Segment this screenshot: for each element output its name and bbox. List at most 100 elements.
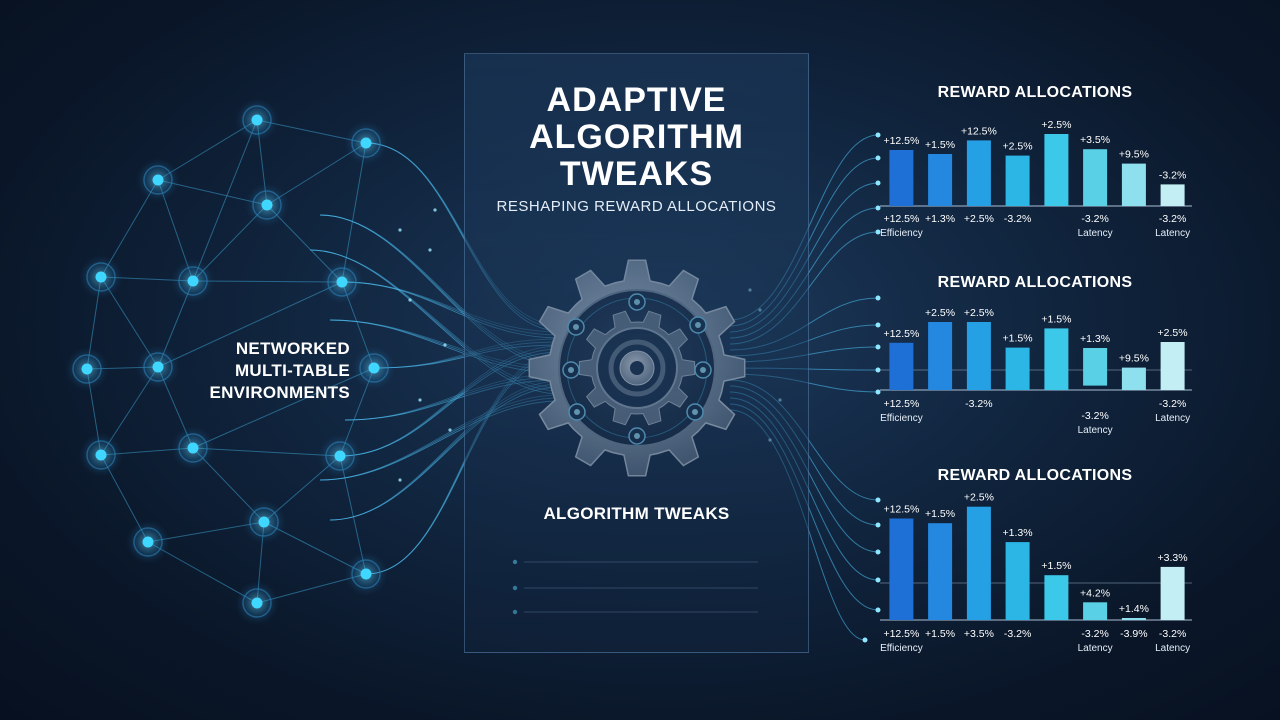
flow-endpoint — [875, 295, 881, 301]
x-tick-label: -3.9% — [1120, 628, 1147, 640]
x-tick-label: +2.5% — [964, 213, 994, 225]
x-tick-label: +12.5% — [883, 213, 919, 225]
flow-particle — [433, 208, 437, 212]
x-tick-label: -3.2% — [1004, 628, 1031, 640]
flow-endpoint — [862, 637, 868, 643]
network-link — [192, 119, 258, 282]
bar-value-label: +1.3% — [1080, 333, 1110, 345]
bar-value-label: +2.5% — [964, 307, 994, 319]
main-title-line-2: ALGORITHM — [529, 118, 744, 156]
bar-value-label: +1.3% — [1003, 527, 1033, 539]
bar-value-label: +2.5% — [1003, 141, 1033, 153]
reward-charts: +12.5%+12.5%Efficiency+1.5%+1.3%+12.5%+2… — [880, 119, 1192, 654]
x-tick-label: -3.2% — [965, 398, 992, 410]
bar-chart-2: +12.5%+12.5%Efficiency+2.5%+2.5%-3.2%+1.… — [880, 307, 1192, 436]
chart-1-title: REWARD ALLOCATIONS — [937, 84, 1133, 101]
network-node — [79, 255, 123, 299]
x-category-label: Latency — [1155, 228, 1190, 239]
bar — [1160, 566, 1185, 620]
bar — [1005, 542, 1030, 620]
bar — [1121, 367, 1146, 390]
network-node — [242, 500, 286, 544]
bar — [928, 322, 953, 390]
x-tick-label: +3.5% — [964, 628, 994, 640]
x-category-label: Efficiency — [880, 643, 923, 654]
x-tick-label: -3.2% — [1081, 410, 1108, 422]
flow-particle — [398, 228, 402, 232]
bar — [1044, 134, 1069, 206]
bar — [1044, 575, 1069, 620]
bar — [1160, 342, 1185, 390]
x-tick-label: +1.3% — [925, 213, 955, 225]
flow-endpoint — [875, 522, 881, 528]
network-link — [192, 447, 341, 457]
bar — [928, 154, 953, 206]
flow-endpoint — [875, 155, 881, 161]
x-tick-label: +1.5% — [925, 628, 955, 640]
bar-value-label: +4.2% — [1080, 587, 1110, 599]
bar-value-label: +1.5% — [1041, 313, 1071, 325]
x-tick-label: -3.2% — [1159, 213, 1186, 225]
bar-value-label: +1.4% — [1119, 603, 1149, 615]
network-nodes — [65, 98, 396, 625]
network-label-line-1: NETWORKED — [235, 339, 350, 358]
bar-value-label: +12.5% — [883, 135, 919, 147]
bar-value-label: -3.2% — [1159, 169, 1186, 181]
network-node — [318, 434, 362, 478]
bar — [966, 322, 991, 390]
x-tick-label: -3.2% — [1159, 398, 1186, 410]
bar-chart-3: +12.5%+12.5%Efficiency+1.5%+1.5%+2.5%+3.… — [880, 492, 1192, 654]
network-node — [245, 183, 289, 227]
network-node — [320, 260, 364, 304]
bar-value-label: +3.5% — [1080, 134, 1110, 146]
network-node — [171, 426, 215, 470]
flow-particle — [428, 248, 432, 252]
subtitle: RESHAPING REWARD ALLOCATIONS — [496, 198, 777, 215]
flow-endpoint — [875, 497, 881, 503]
x-category-label: Latency — [1155, 413, 1190, 424]
bar-value-label: +9.5% — [1119, 353, 1149, 365]
flow-endpoint — [875, 367, 881, 373]
bar — [1083, 348, 1108, 386]
x-tick-label: -3.2% — [1081, 628, 1108, 640]
network-node — [235, 581, 279, 625]
bar-value-label: +12.5% — [883, 504, 919, 516]
bar-value-label: +2.5% — [964, 492, 994, 504]
x-tick-label: -3.2% — [1004, 213, 1031, 225]
bar — [1005, 155, 1030, 206]
flow-endpoint — [875, 549, 881, 555]
bar-value-label: +12.5% — [883, 328, 919, 340]
flow-particle — [443, 343, 447, 347]
flow-endpoint — [875, 577, 881, 583]
x-category-label: Latency — [1078, 643, 1113, 654]
bar — [1121, 163, 1146, 206]
bar — [889, 150, 914, 206]
flow-endpoint — [875, 607, 881, 613]
bar — [1160, 184, 1185, 206]
network-node — [79, 433, 123, 477]
network-node — [352, 346, 396, 390]
bar-value-label: +2.5% — [1041, 119, 1071, 131]
bar-value-label: +12.5% — [961, 125, 997, 137]
chart-2-title: REWARD ALLOCATIONS — [937, 274, 1133, 291]
flow-particle — [398, 478, 402, 482]
x-category-label: Efficiency — [880, 228, 923, 239]
x-tick-label: +12.5% — [883, 628, 919, 640]
bar — [1083, 149, 1108, 206]
network-node — [344, 552, 388, 596]
flow-particle — [448, 428, 452, 432]
network-link — [192, 367, 375, 449]
network-link — [341, 142, 367, 283]
x-category-label: Efficiency — [880, 413, 923, 424]
bar — [966, 506, 991, 620]
flow-endpoint — [875, 132, 881, 138]
flow-particle — [418, 398, 422, 402]
bar-value-label: +1.5% — [1041, 560, 1071, 572]
network-link — [192, 280, 343, 283]
bar — [928, 523, 953, 620]
chart-3-title: REWARD ALLOCATIONS — [937, 467, 1133, 484]
network-node — [235, 98, 279, 142]
network-label: NETWORKED MULTI-TABLE ENVIRONMENTS — [190, 338, 350, 404]
network-node — [136, 345, 180, 389]
